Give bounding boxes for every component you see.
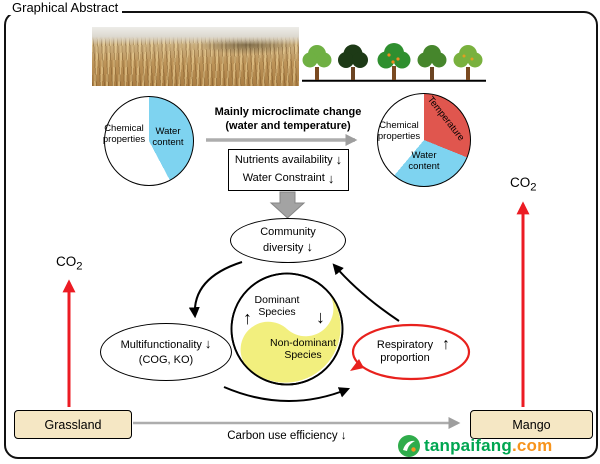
- nondominant-species-label: Non-dominant Species: [270, 337, 336, 362]
- up-arrow-icon: ↑: [243, 308, 252, 328]
- mango-box: Mango: [470, 410, 593, 439]
- water-constraint-label: Water Constraint: [242, 172, 325, 185]
- water-constraint-row: Water Constraint ↓: [243, 170, 335, 189]
- species-dominance-circle: [230, 272, 344, 386]
- watermark-text: tanpaifang.com: [424, 436, 552, 456]
- nutrients-label: Nutrients availability: [234, 153, 333, 166]
- tree-icon: [377, 43, 411, 80]
- multifunctionality-sublabel: (COG, KO): [138, 354, 194, 367]
- co2-label-left: CO2: [56, 254, 83, 273]
- pie-label-chemical-properties: Chemical properties: [102, 123, 146, 145]
- constraints-box: Nutrients availability ↓ Water Constrain…: [228, 149, 349, 191]
- down-arrow-icon: ↓: [306, 239, 313, 254]
- co2-subscript: 2: [530, 181, 537, 194]
- grassland-photo: [92, 27, 299, 86]
- down-arrow-icon: ↓: [327, 171, 335, 186]
- nutrients-availability-row: Nutrients availability ↓: [235, 151, 342, 170]
- mango-trees-row: [302, 43, 486, 82]
- carbon-use-efficiency-label: Carbon use efficiency ↓: [197, 428, 377, 442]
- microclimate-line1: Mainly microclimate change: [214, 106, 362, 118]
- microclimate-caption: Mainly microclimate change (water and te…: [210, 105, 366, 134]
- co2-label-right: CO2: [510, 175, 537, 194]
- community-diversity-label: Community diversity: [260, 225, 316, 254]
- watermark: tanpaifang.com: [397, 434, 552, 458]
- mango-soil-pie: [377, 93, 471, 187]
- pie-label-water-content: Water content: [408, 150, 440, 172]
- community-diversity-node: Community diversity ↓: [230, 218, 346, 263]
- respiratory-proportion-label: Respiratory proportion: [376, 339, 434, 365]
- tree-icon: [417, 45, 447, 80]
- down-arrow-icon: ↓: [340, 428, 347, 442]
- co2-base: CO: [56, 254, 77, 269]
- tree-icon: [302, 45, 332, 80]
- watermark-brand: tanpaifang: [424, 436, 512, 455]
- grassland-box: Grassland: [14, 410, 132, 439]
- carbon-text: Carbon use efficiency: [227, 430, 338, 442]
- up-arrow-icon: ↑: [442, 336, 450, 353]
- down-arrow-icon: ↓: [335, 152, 343, 168]
- tree-icon: [453, 45, 483, 80]
- multifunctionality-node: Multifunctionality ↓ (COG, KO): [100, 323, 232, 381]
- pie-label-water-content: Water content: [152, 126, 184, 148]
- tree-icon: [338, 44, 368, 80]
- watermark-tld: .com: [511, 436, 553, 455]
- multifunctionality-label: Multifunctionality: [120, 338, 202, 351]
- co2-base: CO: [510, 175, 531, 190]
- tanpaifang-logo-icon: [398, 435, 420, 457]
- grassland-soil-pie: [104, 96, 194, 186]
- pie-label-chemical-properties: Chemical properties: [377, 120, 421, 142]
- nondominant-region: [240, 289, 341, 383]
- down-arrow-icon: ↓: [316, 307, 325, 327]
- community-diversity-text: Community diversity ↓: [245, 226, 331, 255]
- figure-title: Graphical Abstract: [8, 0, 123, 15]
- figure-border: [4, 11, 598, 459]
- down-arrow-icon: ↓: [204, 336, 212, 352]
- multifunctionality-row: Multifunctionality ↓: [121, 336, 212, 353]
- dominant-species-label: Dominant Species: [254, 294, 300, 319]
- co2-subscript: 2: [76, 260, 83, 273]
- microclimate-line2: (water and temperature): [225, 120, 351, 133]
